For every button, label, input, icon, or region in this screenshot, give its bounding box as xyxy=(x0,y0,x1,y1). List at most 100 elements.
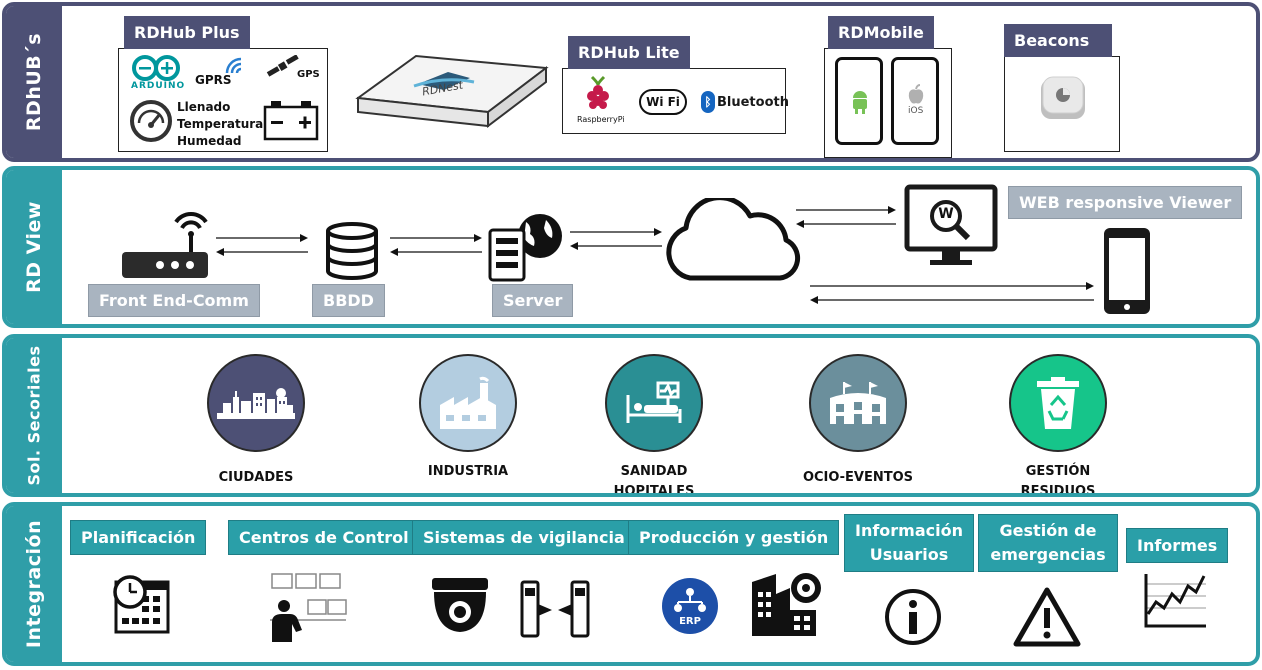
front-end-comm-label: Front End-Comm xyxy=(88,284,260,317)
ios-phone: iOS xyxy=(891,57,939,145)
gprs-label: GPRS xyxy=(195,73,232,87)
cloud-icon xyxy=(660,195,806,284)
rdview-side-text: RD View xyxy=(23,201,45,293)
stadium-icon xyxy=(809,354,907,452)
web-letter: W xyxy=(938,206,954,222)
android-icon xyxy=(851,88,869,114)
sector-ciudades-line-1: CIUDADES xyxy=(218,470,294,485)
hospital-bed-icon xyxy=(605,354,703,452)
rdhub-plus-label: RDHub Plus xyxy=(124,16,250,49)
gauge-icon xyxy=(129,99,173,143)
rdview-side-label: RD View xyxy=(6,170,62,324)
sensor-temperatura: Temperatura xyxy=(177,117,264,131)
rdnest-device-image xyxy=(352,46,552,136)
integration-side-label: Integración xyxy=(6,506,62,662)
sector-gestion-residuos: GESTIÓN RESIDUOS xyxy=(988,354,1128,497)
sectors-body: CIUDADES INDUSTRIA OBRA CIVI xyxy=(62,338,1256,493)
rdhubs-section: RDhUB´s ARDUINO GPRS xyxy=(2,2,1260,162)
arduino-label: ARDUINO xyxy=(131,81,186,91)
sensor-list: Llenado Temperatura Humedad xyxy=(177,99,263,150)
bluetooth-icon: ᛒ xyxy=(701,91,715,113)
arrows-phone-network xyxy=(806,276,1098,310)
sector-industria-line-1: INDUSTRIA xyxy=(427,464,509,479)
arrows-db-server xyxy=(386,230,486,260)
web-monitor-icon: W xyxy=(904,184,998,268)
rdview-body: W Front End-Comm BBDD Server WEB respons… xyxy=(62,170,1256,324)
sector-sanidad-name: SANIDAD HOPITALES xyxy=(584,462,724,497)
sector-sanidad-line-1: SANIDAD xyxy=(620,464,688,479)
gestion-emergencias-label: Gestión de emergencias xyxy=(978,514,1118,572)
sectors-side-text: Sol. Secoriales xyxy=(24,345,44,486)
satellite-icon xyxy=(265,54,301,83)
rdmobile-box: iOS xyxy=(824,48,952,158)
recycle-bin-icon xyxy=(1009,354,1107,452)
beacon-device-icon xyxy=(1039,73,1087,121)
turnstile-gates-icon xyxy=(518,576,592,638)
smartphone-icon xyxy=(1102,226,1152,316)
beacons-box xyxy=(1004,56,1120,152)
production-factory-icon xyxy=(748,570,826,638)
ios-label: iOS xyxy=(908,106,924,116)
wifi-logo: Wi Fi xyxy=(639,89,687,115)
sector-ocio-eventos-line-1: OCIO-EVENTOS xyxy=(802,470,914,485)
sensor-llenado: Llenado xyxy=(177,100,231,114)
sector-sanidad-line-2: HOPITALES xyxy=(613,484,695,497)
sector-sanidad: SANIDAD HOPITALES xyxy=(584,354,724,497)
gestion-emergencias-line-2: emergencias xyxy=(990,545,1106,564)
sector-ocio-eventos-name: OCIO-EVENTOS xyxy=(788,468,928,488)
produccion-gestion-label: Producción y gestión xyxy=(628,520,840,555)
bluetooth-label: Bluetooth xyxy=(717,95,789,110)
report-chart-icon xyxy=(1142,572,1208,630)
rdhub-plus-box: ARDUINO GPRS GPS xyxy=(118,48,328,152)
calendar-clock-icon xyxy=(112,572,172,634)
sector-industria-name: INDUSTRIA OBRA CIVIL xyxy=(398,458,538,493)
battery-icon xyxy=(263,99,319,141)
rdhub-lite-label: RDHub Lite xyxy=(568,36,690,69)
arrows-cloud-web xyxy=(792,202,900,232)
arrows-server-cloud xyxy=(566,224,666,254)
info-icon xyxy=(884,588,942,646)
factory-icon xyxy=(419,354,517,452)
informacion-usuarios-line-1: Información xyxy=(854,521,963,540)
rdhubs-side-label: RDhUB´s xyxy=(6,6,62,158)
dome-camera-icon xyxy=(428,574,492,636)
sectors-side-label: Sol. Secoriales xyxy=(6,338,62,493)
web-responsive-viewer-label: WEB responsive Viewer xyxy=(1008,186,1243,219)
sectors-section: Sol. Secoriales xyxy=(2,334,1260,497)
beacons-label: Beacons xyxy=(1004,24,1112,57)
sistemas-vigilancia-label: Sistemas de vigilancia xyxy=(412,520,636,555)
integration-section: Integración Planificación Centros de Con… xyxy=(2,502,1260,666)
planificacion-label: Planificación xyxy=(70,520,207,555)
apple-icon xyxy=(907,84,925,104)
rdhubs-side-text: RDhUB´s xyxy=(23,32,45,132)
informes-label: Informes xyxy=(1126,528,1229,563)
sensor-humedad: Humedad xyxy=(177,134,242,148)
centros-de-control-label: Centros de Control xyxy=(228,520,420,555)
integration-body: Planificación Centros de Control Sistema… xyxy=(62,506,1256,662)
sector-ocio-eventos: OCIO-EVENTOS xyxy=(788,354,928,488)
city-icon xyxy=(207,354,305,452)
raspberry-pi-icon xyxy=(583,75,613,113)
warning-icon xyxy=(1012,586,1082,648)
informacion-usuarios-label: Información Usuarios xyxy=(844,514,974,572)
rdview-section: RD View xyxy=(2,166,1260,328)
raspberry-pi-label: RaspberryPi xyxy=(577,115,625,124)
server-label: Server xyxy=(492,284,574,317)
sector-ciudades-name: CIUDADES xyxy=(186,468,326,488)
sector-industria-line-2: OBRA CIVIL xyxy=(398,486,538,493)
rdhubs-body: ARDUINO GPRS GPS xyxy=(62,6,1256,158)
bbdd-label: BBDD xyxy=(312,284,385,317)
sector-gestion-residuos-line-2: RESIDUOS xyxy=(1020,484,1096,497)
arduino-icon xyxy=(129,55,185,91)
gps-label: GPS xyxy=(297,69,320,80)
integration-side-text: Integración xyxy=(23,519,45,649)
server-icon xyxy=(488,208,566,282)
arrows-router-db xyxy=(212,230,312,260)
gestion-emergencias-line-1: Gestión de xyxy=(999,521,1097,540)
wifi-logo-text: Wi Fi xyxy=(646,95,680,109)
sector-gestion-residuos-name: GESTIÓN RESIDUOS xyxy=(988,462,1128,497)
android-phone xyxy=(835,57,883,145)
erp-label: ERP xyxy=(679,616,701,627)
erp-icon: ERP xyxy=(660,576,720,636)
sector-industria: INDUSTRIA OBRA CIVIL xyxy=(398,354,538,493)
